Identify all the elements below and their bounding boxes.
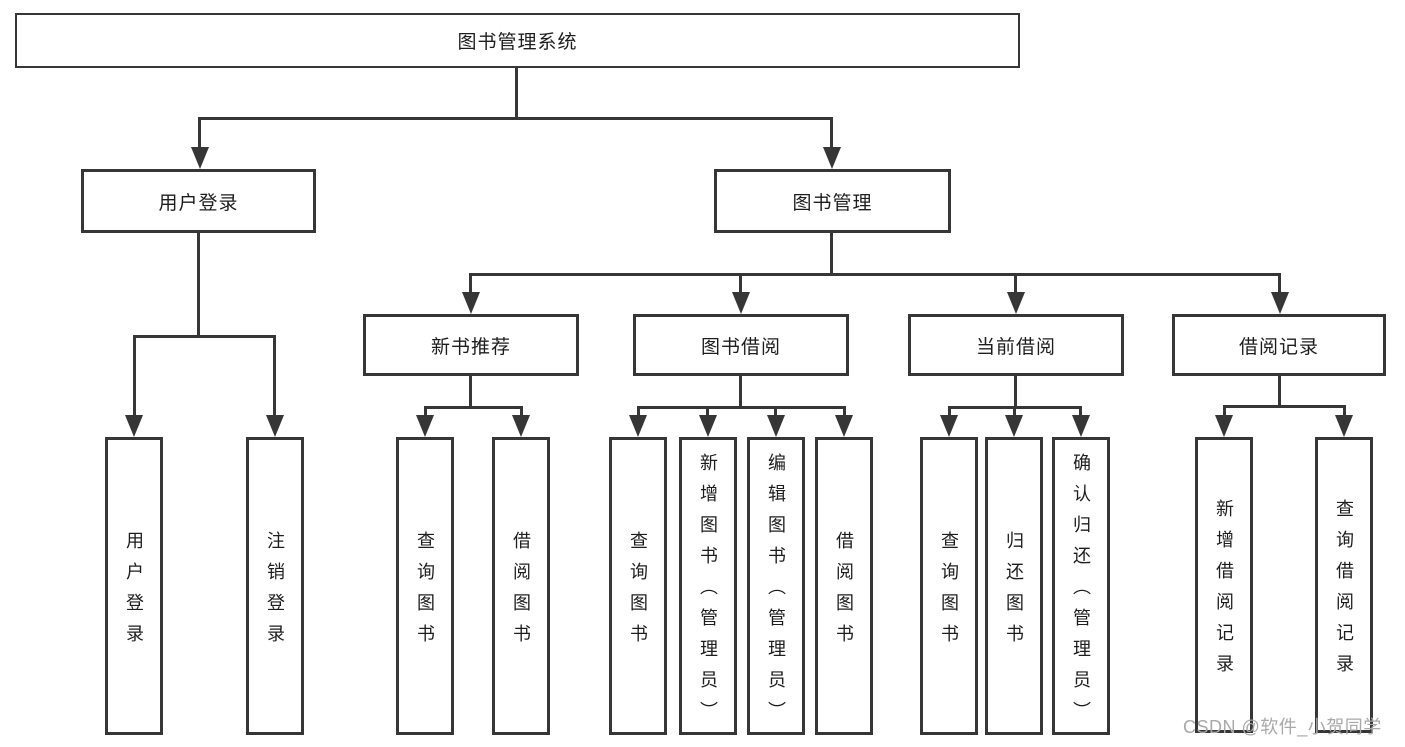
arrowhead-bb-borrow xyxy=(835,415,853,437)
leaf-rec-query-books: 查询图书 xyxy=(396,437,454,735)
leaf-logout-label: 注销登录 xyxy=(265,530,285,655)
connector-cb-query-drop xyxy=(948,406,951,420)
arrowhead-book-borrow xyxy=(732,292,750,314)
arrowhead-user-login xyxy=(191,147,209,169)
arrowhead-new-book xyxy=(462,292,480,314)
connector-bb-edit-drop xyxy=(774,406,777,420)
arrowhead-br-query xyxy=(1335,415,1353,437)
connector-br-add-drop xyxy=(1223,405,1226,420)
connector-leaf-user-login-drop xyxy=(133,335,136,423)
arrowhead-leaf-logout xyxy=(266,415,284,437)
connector-current-borrow-stem xyxy=(1014,376,1017,409)
arrowhead-br-add xyxy=(1215,415,1233,437)
leaf-rec-borrow-books-label: 借阅图书 xyxy=(511,530,531,655)
connector-new-book-stem xyxy=(469,376,472,409)
connector-bb-add-drop xyxy=(706,406,709,420)
leaf-br-add-record-label: 新增借阅记录 xyxy=(1214,498,1234,685)
leaf-br-add-record: 新增借阅记录 xyxy=(1195,437,1253,733)
leaf-br-query-record-label: 查询借阅记录 xyxy=(1334,498,1354,685)
node-user-login: 用户登录 xyxy=(81,169,316,233)
leaf-bb-query-books-label: 查询图书 xyxy=(628,530,648,655)
leaf-cb-confirm-return-admin: 确认归还（管理员） xyxy=(1052,437,1110,735)
arrowhead-rec-borrow xyxy=(512,415,530,437)
leaf-user-login-label: 用户登录 xyxy=(124,530,144,655)
leaf-br-query-record: 查询借阅记录 xyxy=(1315,437,1373,733)
leaf-bb-add-books-admin: 新增图书（管理员） xyxy=(679,437,737,735)
connector-current-borrow-drop xyxy=(1014,273,1017,298)
leaf-bb-add-books-admin-label: 新增图书（管理员） xyxy=(698,453,718,732)
leaf-logout: 注销登录 xyxy=(246,437,304,735)
arrowhead-borrow-records xyxy=(1271,292,1289,314)
node-root-book-management-system: 图书管理系统 xyxy=(15,13,1020,68)
arrowhead-bb-add xyxy=(699,415,717,437)
leaf-bb-edit-books-admin-label: 编辑图书（管理员） xyxy=(766,453,786,732)
connector-book-borrow-branch xyxy=(637,406,846,409)
arrowhead-current-borrow xyxy=(1007,292,1025,314)
connector-rec-query-drop xyxy=(424,406,427,420)
leaf-bb-query-books: 查询图书 xyxy=(609,437,667,735)
arrowhead-bb-query xyxy=(629,415,647,437)
connector-borrow-records-branch xyxy=(1223,405,1346,408)
connector-root-branch xyxy=(198,117,833,120)
node-new-book-recommend: 新书推荐 xyxy=(363,314,579,376)
leaf-bb-borrow-books-label: 借阅图书 xyxy=(834,530,854,655)
leaf-cb-return-books-label: 归还图书 xyxy=(1004,530,1024,655)
connector-bb-borrow-drop xyxy=(843,406,846,420)
connector-borrow-records-stem xyxy=(1278,376,1281,408)
connector-user-login-stem xyxy=(197,232,200,338)
connector-new-book-branch xyxy=(424,406,523,409)
leaf-cb-query-books: 查询图书 xyxy=(920,437,978,735)
node-book-borrow: 图书借阅 xyxy=(633,314,849,376)
connector-new-book-drop xyxy=(469,273,472,298)
leaf-cb-return-books: 归还图书 xyxy=(985,437,1043,735)
arrowhead-bb-edit xyxy=(767,415,785,437)
leaf-user-login: 用户登录 xyxy=(105,437,163,735)
node-current-borrow: 当前借阅 xyxy=(908,314,1124,376)
arrowhead-rec-query xyxy=(416,415,434,437)
leaf-rec-query-books-label: 查询图书 xyxy=(415,530,435,655)
connector-rec-borrow-drop xyxy=(520,406,523,420)
connector-root-stem xyxy=(515,68,518,119)
arrowhead-cb-confirm xyxy=(1072,415,1090,437)
leaf-cb-confirm-return-admin-label: 确认归还（管理员） xyxy=(1071,453,1091,732)
leaf-rec-borrow-books: 借阅图书 xyxy=(492,437,550,735)
connector-br-query-drop xyxy=(1343,405,1346,420)
leaf-bb-edit-books-admin: 编辑图书（管理员） xyxy=(747,437,805,735)
leaf-cb-query-books-label: 查询图书 xyxy=(939,530,959,655)
arrowhead-cb-return xyxy=(1005,415,1023,437)
connector-user-login-branch xyxy=(133,335,276,338)
connector-book-borrow-drop xyxy=(739,273,742,298)
connector-cb-confirm-drop xyxy=(1079,406,1082,420)
csdn-watermark: CSDN @软件_小贺同学 xyxy=(1183,717,1382,737)
connector-book-mgmt-drop xyxy=(830,117,833,155)
arrowhead-leaf-user-login xyxy=(125,415,143,437)
arrowhead-cb-query xyxy=(940,415,958,437)
node-book-management: 图书管理 xyxy=(714,169,951,233)
connector-bb-query-drop xyxy=(637,406,640,420)
connector-book-mgmt-stem xyxy=(830,233,833,276)
connector-user-login-drop xyxy=(198,117,201,155)
connector-book-borrow-stem xyxy=(739,376,742,409)
leaf-bb-borrow-books: 借阅图书 xyxy=(815,437,873,735)
connector-cb-return-drop xyxy=(1013,406,1016,420)
node-borrow-records: 借阅记录 xyxy=(1172,314,1386,376)
connector-borrow-records-drop xyxy=(1278,273,1281,298)
connector-leaf-logout-drop xyxy=(273,335,276,423)
connector-book-mgmt-branch xyxy=(469,273,1281,276)
arrowhead-book-mgmt xyxy=(823,147,841,169)
